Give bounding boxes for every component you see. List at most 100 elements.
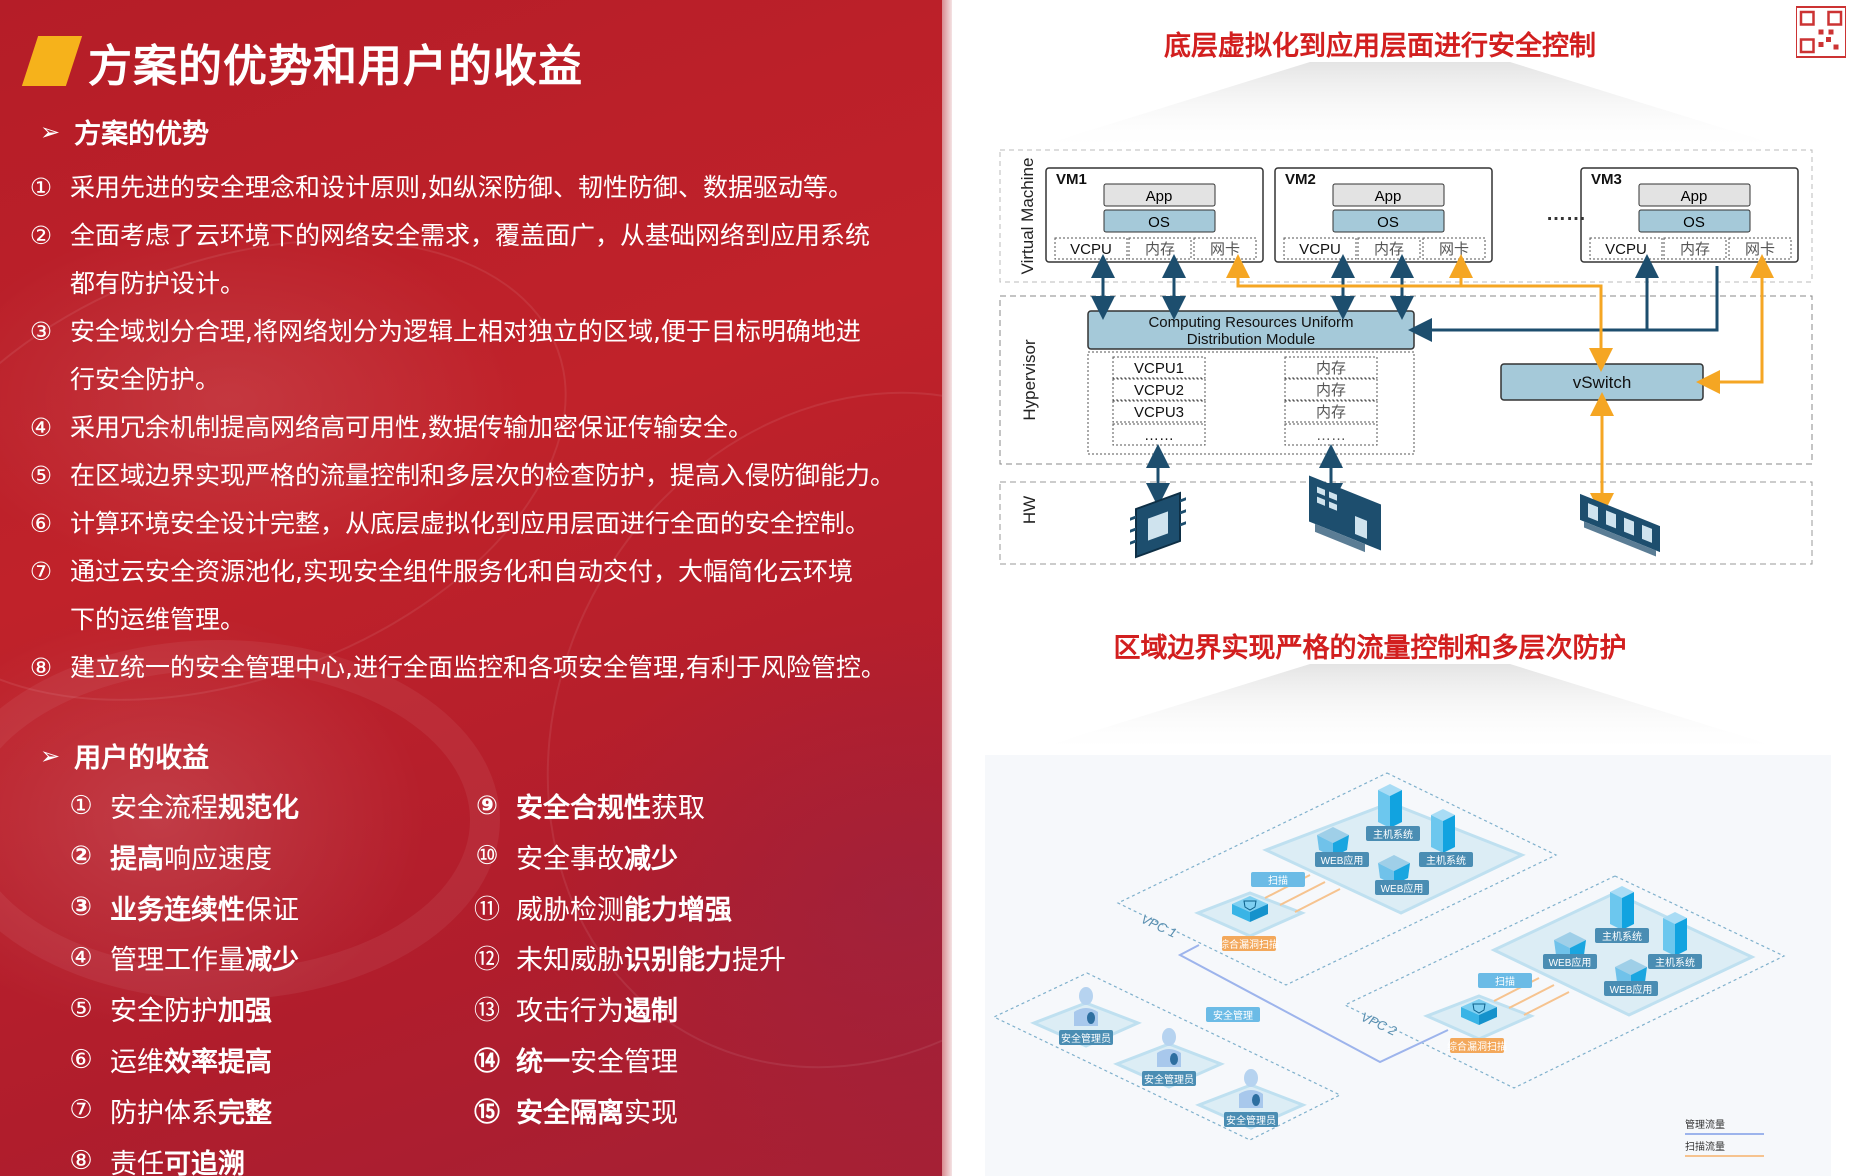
chevron-right-icon: ➢ bbox=[40, 741, 61, 770]
svg-text:扫描: 扫描 bbox=[1268, 874, 1288, 887]
item-number: ⑬ bbox=[473, 996, 500, 1027]
advantage-text-line: 在区域边界实现严格的流量控制和多层次的检查防护，提高入侵防御能力。 bbox=[70, 461, 896, 490]
svg-text:安全管理员: 安全管理员 bbox=[1144, 1073, 1194, 1086]
svg-text:综合漏洞扫描: 综合漏洞扫描 bbox=[1447, 1040, 1507, 1053]
scan-label: 扫描 bbox=[1251, 872, 1305, 887]
app-layer: App bbox=[1681, 188, 1708, 205]
advantage-text-line: 建立统一的安全管理中心,进行全面监控和各项安全管理,有利于风险管控。 bbox=[70, 653, 886, 682]
benefit-text: 实现 bbox=[624, 1097, 678, 1129]
admin-person-icon bbox=[1074, 987, 1098, 1026]
item-number: ⑦ bbox=[29, 557, 53, 586]
advantage-text-line: 通过云安全资源池化,实现安全组件服务化和自动交付，大幅简化云环境 bbox=[70, 557, 853, 586]
admin-zone bbox=[992, 972, 1342, 1141]
benefit-text: 加强 bbox=[218, 996, 272, 1028]
vm-vcpu: VCPU bbox=[1070, 241, 1112, 258]
svg-text:主机系统: 主机系统 bbox=[1655, 956, 1695, 969]
scanner-shield-icon bbox=[1232, 896, 1268, 922]
spotlight-decor bbox=[1020, 62, 1800, 152]
vm-mem: 内存 bbox=[1145, 241, 1175, 258]
web-app-icon bbox=[1378, 855, 1410, 885]
legend-management-flow: 管理流量 bbox=[1685, 1118, 1725, 1131]
advantages-heading: ➢ 方案的优势 bbox=[40, 112, 209, 151]
vm-nic: 网卡 bbox=[1745, 241, 1775, 258]
page-title: 方案的优势和用户的收益 bbox=[88, 41, 583, 92]
benefit-text: 威胁检测 bbox=[516, 894, 624, 926]
hw-layer: HW bbox=[999, 481, 1813, 565]
item-number: ⑤ bbox=[29, 461, 53, 490]
vswitch: vSwitch bbox=[1500, 363, 1704, 401]
item-number: ③ bbox=[69, 892, 92, 923]
item-number: ⑧ bbox=[69, 1146, 93, 1176]
benefit-text: 管理工作量 bbox=[110, 945, 245, 977]
item-number: ① bbox=[69, 790, 93, 821]
host-server-icon bbox=[1431, 809, 1455, 853]
benefit-text: 安全流程 bbox=[110, 793, 218, 824]
benefit-text: 安全防护 bbox=[110, 996, 218, 1028]
legend: 管理流量 扫描流量 bbox=[1685, 1118, 1764, 1157]
benefit-text: 统一 bbox=[516, 1047, 570, 1078]
qr-code-icon bbox=[1796, 6, 1846, 58]
pool-memory: 内存 bbox=[1316, 404, 1346, 421]
admin-label: 安全管理员 bbox=[1142, 1071, 1196, 1086]
item-number: ⑤ bbox=[69, 993, 93, 1024]
benefit-text: 获取 bbox=[651, 793, 705, 824]
vpc1-zone bbox=[1116, 772, 1558, 986]
svg-text:WEB应用: WEB应用 bbox=[1610, 983, 1653, 996]
vm-nic: 网卡 bbox=[1210, 241, 1240, 258]
module-label-line2: Distribution Module bbox=[1187, 331, 1315, 348]
network-arrows bbox=[1226, 254, 1774, 517]
benefit-text: 安全管理 bbox=[570, 1047, 678, 1078]
advantage-text-line: 计算环境安全设计完整，从底层虚拟化到应用层面进行全面的安全控制。 bbox=[70, 509, 871, 538]
benefit-text: 安全隔离 bbox=[516, 1097, 624, 1129]
scan-label: 扫描 bbox=[1478, 973, 1532, 988]
benefit-text: 安全事故 bbox=[516, 843, 624, 875]
admin-person-icon bbox=[1157, 1028, 1181, 1067]
advantage-text-line: 都有防护设计。 bbox=[70, 269, 246, 298]
app-layer: App bbox=[1375, 188, 1402, 205]
item-number: ② bbox=[29, 221, 53, 250]
advantage-item: ⑥ 计算环境安全设计完整，从底层虚拟化到应用层面进行全面的安全控制。 bbox=[24, 500, 870, 548]
vpc2-zone bbox=[1343, 875, 1786, 1089]
benefit-text: 遏制 bbox=[624, 996, 678, 1028]
item-number: ⑥ bbox=[69, 1044, 93, 1075]
advantage-text-line: 行安全防护。 bbox=[70, 365, 221, 394]
management-flow-line bbox=[1177, 944, 1449, 1064]
svg-text:WEB应用: WEB应用 bbox=[1381, 882, 1424, 895]
benefit-text: 提升 bbox=[732, 945, 786, 977]
benefit-text: 运维 bbox=[110, 1047, 164, 1078]
host-label: 主机系统 bbox=[1648, 954, 1702, 969]
host-server-icon bbox=[1663, 912, 1687, 956]
svg-text:WEB应用: WEB应用 bbox=[1321, 854, 1364, 867]
panel-divider bbox=[942, 0, 952, 1176]
svg-text:主机系统: 主机系统 bbox=[1373, 828, 1413, 841]
item-number: ⑥ bbox=[29, 509, 53, 538]
vm-vcpu: VCPU bbox=[1299, 241, 1341, 258]
svg-text:扫描: 扫描 bbox=[1495, 975, 1515, 988]
benefit-text: 未知威胁 bbox=[516, 945, 624, 977]
benefit-text: 效率提高 bbox=[164, 1047, 272, 1078]
benefit-text: 防护体系 bbox=[110, 1097, 218, 1129]
benefit-text: 责任 bbox=[110, 1148, 164, 1176]
os-layer: OS bbox=[1377, 214, 1399, 231]
item-number: ⑪ bbox=[473, 894, 500, 925]
scanner-label: 综合漏洞扫描 bbox=[1447, 1038, 1507, 1053]
benefit-text: 识别能力 bbox=[624, 945, 732, 977]
svg-text:综合漏洞扫描: 综合漏洞扫描 bbox=[1219, 938, 1279, 951]
virtualization-title: 底层虚拟化到应用层面进行安全控制 bbox=[1164, 31, 1596, 62]
vm-name: VM3 bbox=[1591, 171, 1622, 188]
pool-memory: 内存 bbox=[1316, 360, 1346, 377]
svg-text:安全管理员: 安全管理员 bbox=[1061, 1032, 1111, 1045]
vm-nic: 网卡 bbox=[1439, 241, 1469, 258]
